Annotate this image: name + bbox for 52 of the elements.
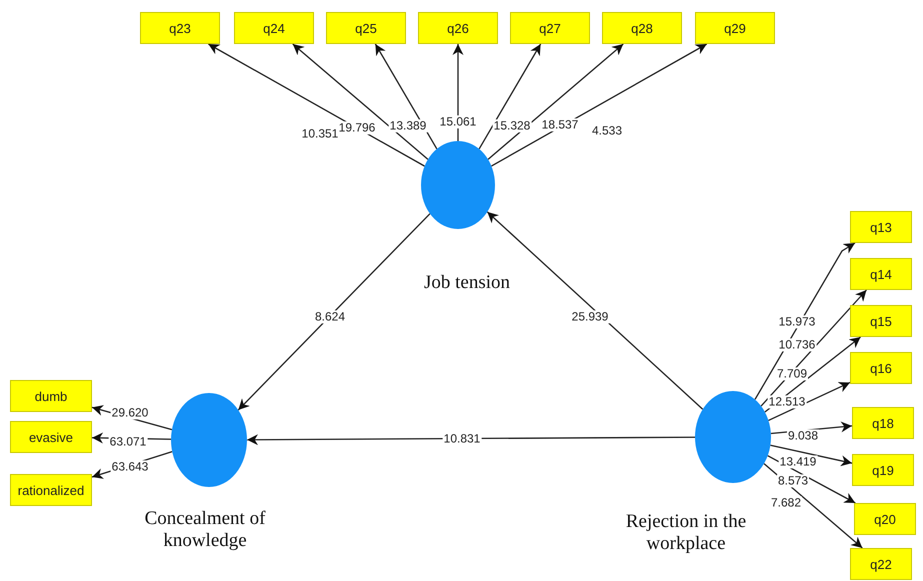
indicator-box: q14 — [850, 258, 912, 290]
edge-label: 15.061 — [438, 115, 478, 129]
path-arrow — [770, 444, 852, 466]
path-arrow — [491, 43, 708, 167]
path-arrow — [292, 44, 428, 160]
edge-label: 9.038 — [786, 429, 820, 443]
construct-label: Job tension — [422, 272, 512, 294]
indicator-box: q29 — [695, 12, 775, 44]
indicator-box: q13 — [850, 211, 912, 243]
indicator-box: q26 — [418, 12, 498, 44]
construct-label: Rejection in the workplace — [624, 511, 748, 555]
edge-label: 10.736 — [778, 338, 816, 352]
edge-label: 4.533 — [590, 124, 624, 138]
path-arrow — [238, 213, 430, 410]
edge-label: 7.682 — [770, 496, 802, 510]
indicator-box: q28 — [602, 12, 682, 44]
path-arrow — [478, 44, 542, 150]
edge-label: 29.620 — [110, 406, 150, 420]
indicator-box: q25 — [326, 12, 406, 44]
edge-label: 8.624 — [314, 310, 346, 324]
edge-label: 15.973 — [778, 315, 816, 329]
path-arrow — [247, 434, 695, 446]
indicator-box: evasive — [10, 421, 92, 453]
path-arrow — [486, 211, 704, 410]
indicator-box: rationalized — [10, 474, 92, 506]
edge-label: 13.419 — [778, 455, 818, 469]
edge-label: 19.796 — [338, 121, 376, 135]
edge-label: 15.328 — [492, 119, 532, 133]
construct-label: Concealment of knowledge — [144, 508, 266, 552]
indicator-box: dumb — [10, 380, 92, 412]
edge-label: 12.513 — [768, 395, 806, 409]
edge-label: 7.709 — [776, 367, 808, 381]
indicator-box: q15 — [850, 305, 912, 337]
edge-label: 8.573 — [776, 474, 810, 488]
indicator-box: q24 — [234, 12, 314, 44]
indicator-box: q16 — [850, 352, 912, 384]
edge-label: 13.389 — [388, 119, 428, 133]
edge-label: 10.831 — [442, 432, 482, 446]
indicator-box: q19 — [852, 454, 914, 486]
edge-label: 10.351 — [300, 127, 340, 141]
indicator-box: q22 — [850, 548, 912, 580]
path-arrow — [488, 44, 624, 160]
indicator-box: q20 — [854, 503, 916, 535]
latent-variable-ellipse — [421, 141, 495, 229]
path-arrow — [208, 43, 425, 167]
edge-label: 18.537 — [540, 118, 580, 132]
indicator-box: q18 — [852, 407, 914, 439]
indicator-box: q27 — [510, 12, 590, 44]
edge-label: 63.643 — [110, 460, 150, 474]
edge-label: 63.071 — [108, 435, 148, 449]
indicator-box: q23 — [140, 12, 220, 44]
edge-label: 25.939 — [570, 310, 610, 324]
